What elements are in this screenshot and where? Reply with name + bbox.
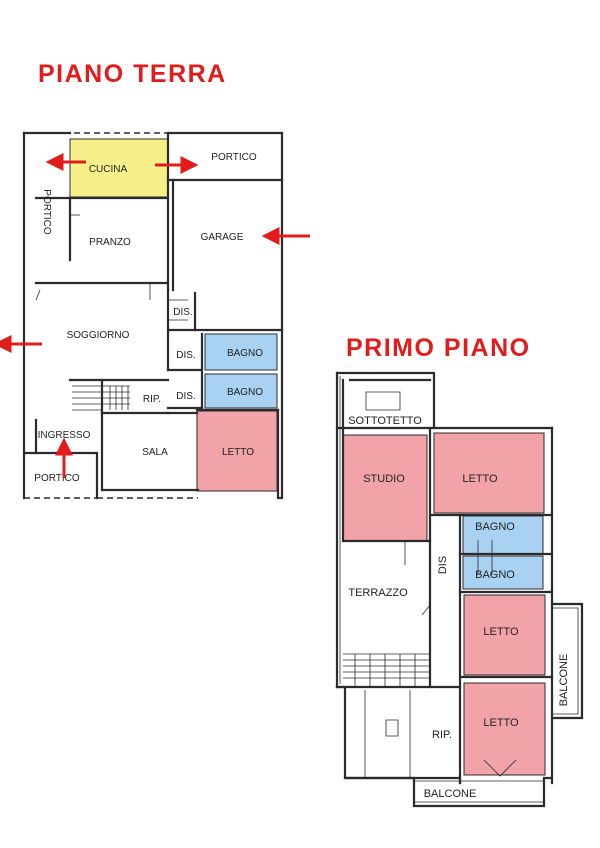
room-label-portico-left: PORTICO — [41, 189, 52, 235]
room-label-letto-2: LETTO — [483, 626, 519, 638]
room-label-ingresso: INGRESSO — [38, 430, 91, 441]
room-label-dis-1: DIS. — [173, 307, 192, 318]
room-label-rip-ff: RIP. — [432, 729, 452, 741]
bath-2-fill — [204, 373, 278, 409]
bedroom-2-fill — [463, 594, 546, 676]
first-floor-plan: SOTTOTETTO STUDIO LETTO BAGNO DIS BAGNO … — [335, 371, 584, 808]
room-label-bagno-2: BAGNO — [227, 387, 263, 398]
room-label-pranzo: PRANZO — [89, 237, 131, 248]
room-label-terrazzo: TERRAZZO — [348, 587, 408, 599]
room-label-studio: STUDIO — [363, 473, 405, 485]
room-label-bagno-2-ff: BAGNO — [475, 569, 515, 581]
room-label-letto-3: LETTO — [483, 717, 519, 729]
bath-1-fill — [204, 333, 278, 371]
room-label-cucina: CUCINA — [89, 164, 128, 175]
room-label-garage: GARAGE — [201, 232, 244, 243]
first-floor-title: PRIMO PIANO — [346, 334, 531, 362]
room-label-bagno-1: BAGNO — [227, 348, 263, 359]
room-label-dis-2: DIS. — [176, 350, 195, 361]
ground-doors — [35, 214, 188, 321]
room-label-sottotetto: SOTTOTETTO — [348, 415, 422, 427]
room-label-balcone-right: BALCONE — [558, 654, 570, 707]
room-label-dis-3: DIS. — [176, 391, 195, 402]
ground-floor-plan: CUCINA PORTICO PORTICO PRANZO GARAGE SOG… — [0, 131, 310, 500]
room-label-sala: SALA — [142, 447, 168, 458]
room-label-portico-top: PORTICO — [211, 152, 257, 163]
room-label-balcone-bottom: BALCONE — [424, 788, 477, 800]
room-label-letto-1: LETTO — [462, 473, 498, 485]
entrance-arrows — [0, 153, 310, 478]
ground-floor-title: PIANO TERRA — [38, 60, 227, 88]
studio-fill — [342, 434, 428, 542]
room-label-dis-ff: DIS — [437, 556, 449, 574]
bedroom-1-fill — [433, 432, 545, 514]
room-label-letto: LETTO — [222, 447, 254, 458]
room-label-portico-bottom: PORTICO — [34, 473, 80, 484]
room-label-soggiorno: SOGGIORNO — [67, 330, 130, 341]
first-floor-details — [339, 376, 579, 803]
bath-2-fill-ff — [462, 555, 544, 590]
ground-floor-walls — [22, 131, 284, 500]
room-label-rip: RIP. — [143, 394, 161, 405]
bedroom-3-fill — [463, 682, 546, 776]
ground-stairs — [72, 385, 130, 411]
room-label-bagno-1-ff: BAGNO — [475, 521, 515, 533]
